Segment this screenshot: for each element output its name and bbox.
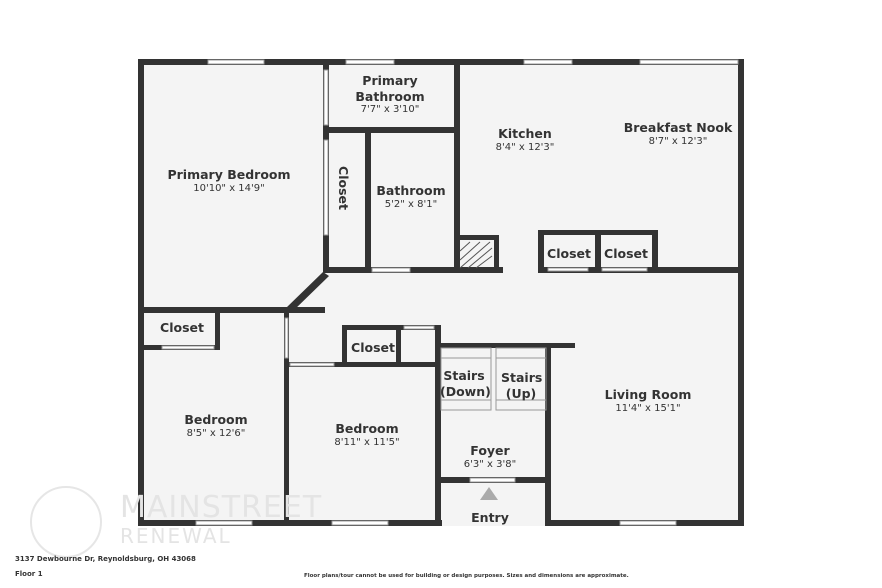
room-stairs-up: Stairs (Up) <box>501 370 543 401</box>
watermark-line2: RENEWAL <box>120 524 232 548</box>
floor-label: Floor 1 <box>15 570 43 578</box>
entry-arrow-icon <box>480 487 498 500</box>
entry-label: Entry <box>471 510 509 525</box>
room-closet-kitchen-2: Closet <box>604 246 648 261</box>
windows <box>161 59 739 526</box>
room-closet-vertical: Closet <box>335 166 351 210</box>
address: 3137 Dewbourne Dr, Reynoldsburg, OH 4306… <box>15 555 196 563</box>
stairs <box>440 347 547 411</box>
disclaimer: Floor plans/tour cannot be used for buil… <box>304 573 629 579</box>
watermark-line1: MAINSTREET <box>120 490 323 525</box>
room-closet-kitchen-1: Closet <box>547 246 591 261</box>
room-stairs-down: Stairs (Down) <box>440 368 491 399</box>
chimney-hatch <box>459 241 493 269</box>
room-closet-bedroom: Closet <box>160 320 204 335</box>
room-closet-hall: Closet <box>351 340 395 355</box>
